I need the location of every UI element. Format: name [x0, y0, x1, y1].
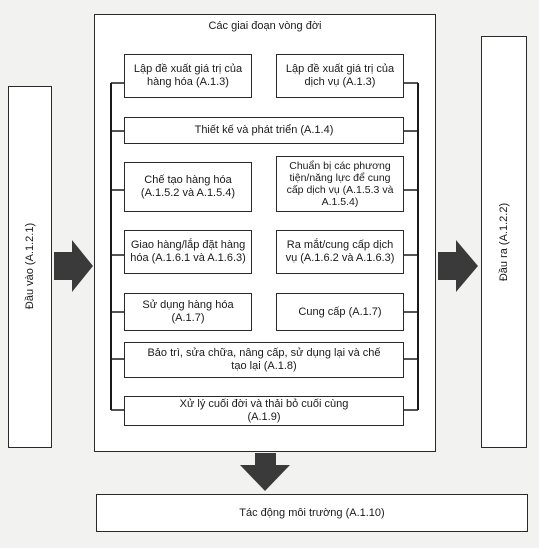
- service-launch-box: Ra mắt/cung cấp dịch vụ (A.1.6.2 và A.1.…: [276, 230, 404, 274]
- service-value-proposal-box: Lập đề xuất giá trị của dịch vụ (A.1.3): [276, 54, 404, 98]
- service-provision-box: Cung cấp (A.1.7): [276, 293, 404, 331]
- output-box: [481, 36, 527, 448]
- service-preparation-box: Chuẩn bị các phương tiện/năng lực để cun…: [276, 156, 404, 212]
- impact-arrow: [240, 453, 290, 491]
- goods-use-box: Sử dụng hàng hóa (A.1.7): [124, 293, 252, 331]
- input-box: [8, 86, 52, 448]
- goods-manufacture-box: Chế tạo hàng hóa (A.1.5.2 và A.1.5.4): [124, 162, 252, 212]
- design-development-box: Thiết kế và phát triển (A.1.4): [124, 117, 404, 144]
- maintenance-box: Bảo trì, sửa chữa, nâng cấp, sử dụng lại…: [124, 342, 404, 378]
- output-arrow: [438, 240, 478, 292]
- environmental-impact-box: Tác động môi trường (A.1.10): [96, 494, 528, 532]
- lifecycle-title: Các giai đoạn vòng đời: [208, 20, 322, 32]
- input-arrow: [54, 240, 93, 292]
- goods-value-proposal-box: Lập đề xuất giá trị của hàng hóa (A.1.3): [124, 54, 252, 98]
- goods-delivery-box: Giao hàng/lắp đặt hàng hóa (A.1.6.1 và A…: [124, 230, 252, 274]
- end-of-life-box: Xử lý cuối đời và thải bỏ cuối cùng (A.1…: [124, 396, 404, 426]
